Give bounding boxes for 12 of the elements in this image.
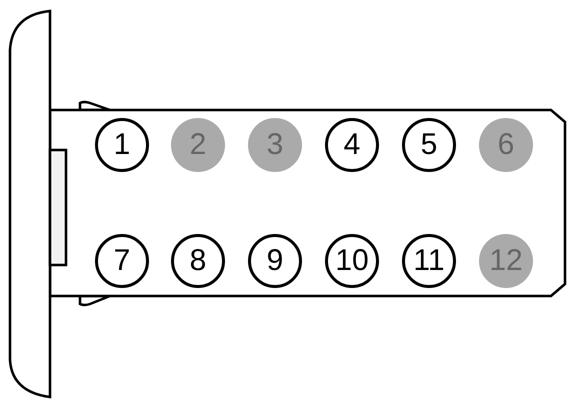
pin-number: 1 [114,130,130,160]
pin-number: 2 [190,130,206,160]
pin-number: 8 [190,246,206,276]
pin-number: 10 [335,246,369,276]
pin-number: 4 [344,130,360,160]
pin-number: 3 [266,130,284,160]
pin-number: 6 [498,130,514,160]
pin-number: 7 [114,246,130,276]
pin-number: 9 [266,246,284,276]
pin-number: 11 [413,246,445,276]
pin-number: 5 [420,130,438,160]
pin-number: 12 [489,246,523,276]
